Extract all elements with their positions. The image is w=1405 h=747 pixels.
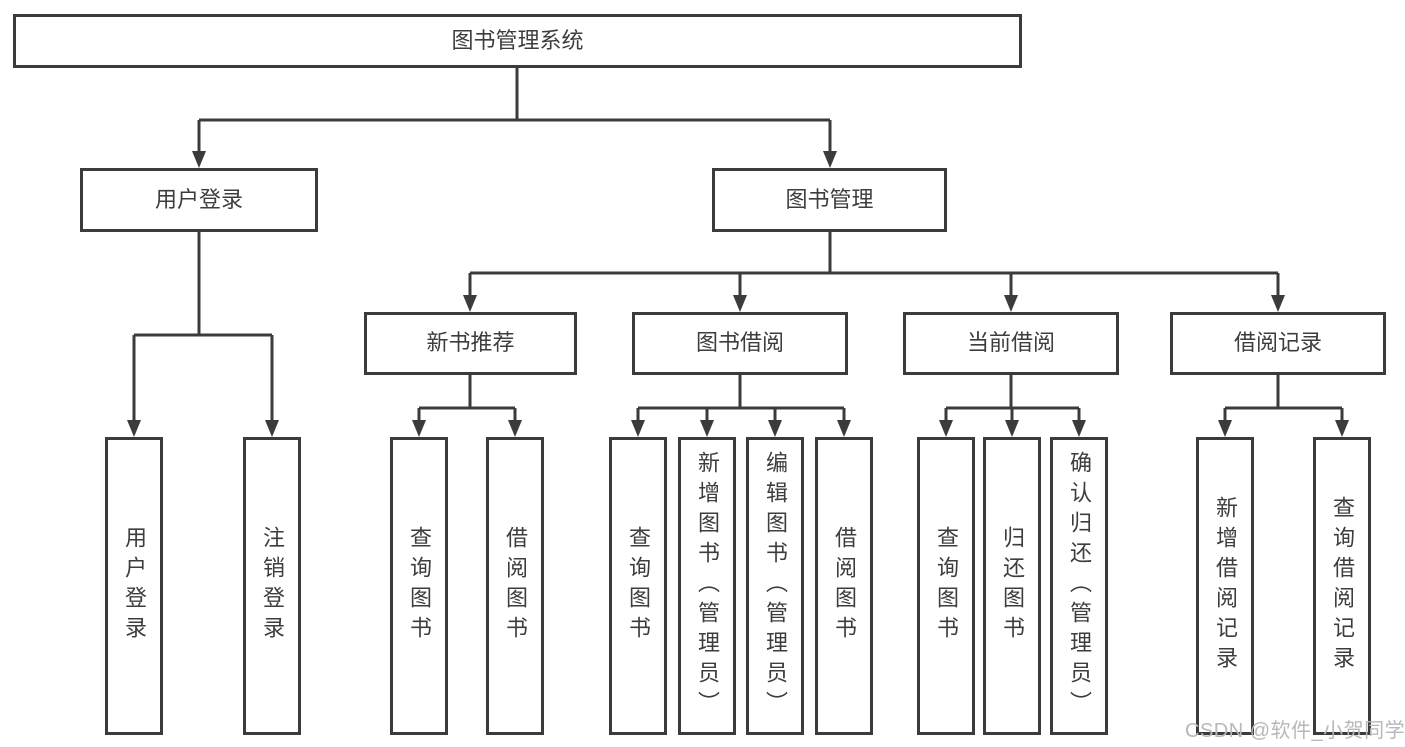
node-book-borrowing: 图书借阅 [632,312,848,375]
connector-user-login-to-leaves [127,232,279,437]
node-book-management: 图书管理 [712,168,947,232]
leaf-bb-borrow-books: 借阅图书 [815,437,873,735]
node-new-book-recommend: 新书推荐 [364,312,577,375]
node-borrowing-records: 借阅记录 [1170,312,1386,375]
leaf-br-add-record: 新增借阅记录 [1196,437,1254,735]
connector-book-management-to-level3 [463,232,1285,312]
leaf-cb-query-books: 查询图书 [917,437,975,735]
connector-new-book-recommend-group [412,375,522,437]
leaf-user-login: 用户登录 [105,437,163,735]
node-user-login: 用户登录 [80,168,318,232]
csdn-watermark: CSDN @软件_小贺同学 [1185,720,1405,742]
leaf-bb-query-books: 查询图书 [609,437,667,735]
node-root: 图书管理系统 [13,14,1022,68]
connector-borrowing-records-group [1218,375,1349,437]
leaf-logout: 注销登录 [243,437,301,735]
connector-current-borrowing-group [939,375,1086,437]
leaf-bb-add-books-admin: 新增图书（管理员） [678,437,736,735]
connector-root-to-level2 [192,68,837,168]
leaf-br-query-record: 查询借阅记录 [1313,437,1371,735]
leaf-cb-return-books: 归还图书 [983,437,1041,735]
leaf-cb-confirm-return-admin: 确认归还（管理员） [1050,437,1108,735]
connector-book-borrowing-group [631,375,851,437]
leaf-nbr-borrow-books: 借阅图书 [486,437,544,735]
node-current-borrowing: 当前借阅 [903,312,1119,375]
leaf-nbr-query-books: 查询图书 [390,437,448,735]
leaf-bb-edit-books-admin: 编辑图书（管理员） [746,437,804,735]
